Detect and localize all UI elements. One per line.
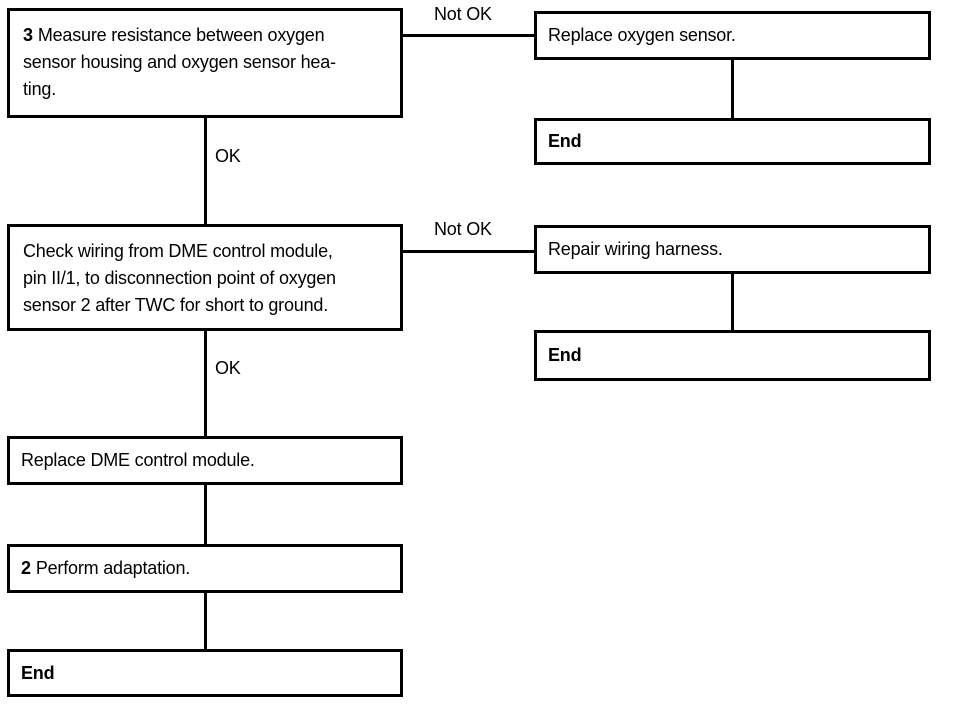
flow-box-repair-wiring-harness: Repair wiring harness.: [534, 225, 931, 274]
box-text: Repair wiring harness.: [548, 239, 723, 259]
connector-repair-wiring-to-end: [731, 274, 734, 330]
box-text: Replace oxygen sensor.: [548, 25, 736, 45]
box-text: End: [548, 131, 582, 151]
flow-box-end-right-2: End: [534, 330, 931, 381]
box-text-line: sensor housing and oxygen sensor hea-: [23, 52, 336, 72]
box-text-line: Check wiring from DME control module,: [23, 241, 333, 261]
box-text: End: [21, 662, 55, 683]
connector-ok-mid: [204, 331, 207, 436]
flow-box-end-bottom: End: [7, 649, 403, 697]
box-text-line: sensor 2 after TWC for short to ground.: [23, 295, 329, 315]
connector-not-ok-mid: [403, 250, 534, 253]
step-number: 3: [23, 25, 33, 45]
connector-replace-dme-to-step2: [204, 485, 207, 544]
flow-box-end-right-1: End: [534, 118, 931, 165]
flow-box-replace-oxygen-sensor: Replace oxygen sensor.: [534, 11, 931, 60]
box-text-line: ting.: [23, 79, 57, 99]
box-text: Perform adaptation.: [35, 558, 191, 578]
edge-label-not-ok-mid: Not OK: [434, 219, 492, 239]
edge-label-ok-top: OK: [215, 146, 241, 166]
box-text: Replace DME control module.: [21, 450, 255, 470]
edge-label-not-ok-top: Not OK: [434, 4, 492, 24]
connector-step2-to-end: [204, 593, 207, 649]
flow-box-check-wiring: Check wiring from DME control module, pi…: [7, 224, 403, 331]
connector-ok-top: [204, 118, 207, 224]
flow-box-replace-dme-module: Replace DME control module.: [7, 436, 403, 485]
connector-not-ok-top: [403, 34, 534, 37]
connector-replace-oxygen-to-end: [731, 60, 734, 118]
box-text-line: pin II/1, to disconnection point of oxyg…: [23, 268, 336, 288]
box-text: End: [548, 345, 582, 365]
step-number: 2: [21, 558, 31, 578]
box-text: Measure resistance between oxygen: [37, 25, 325, 45]
edge-label-ok-mid: OK: [215, 358, 241, 378]
